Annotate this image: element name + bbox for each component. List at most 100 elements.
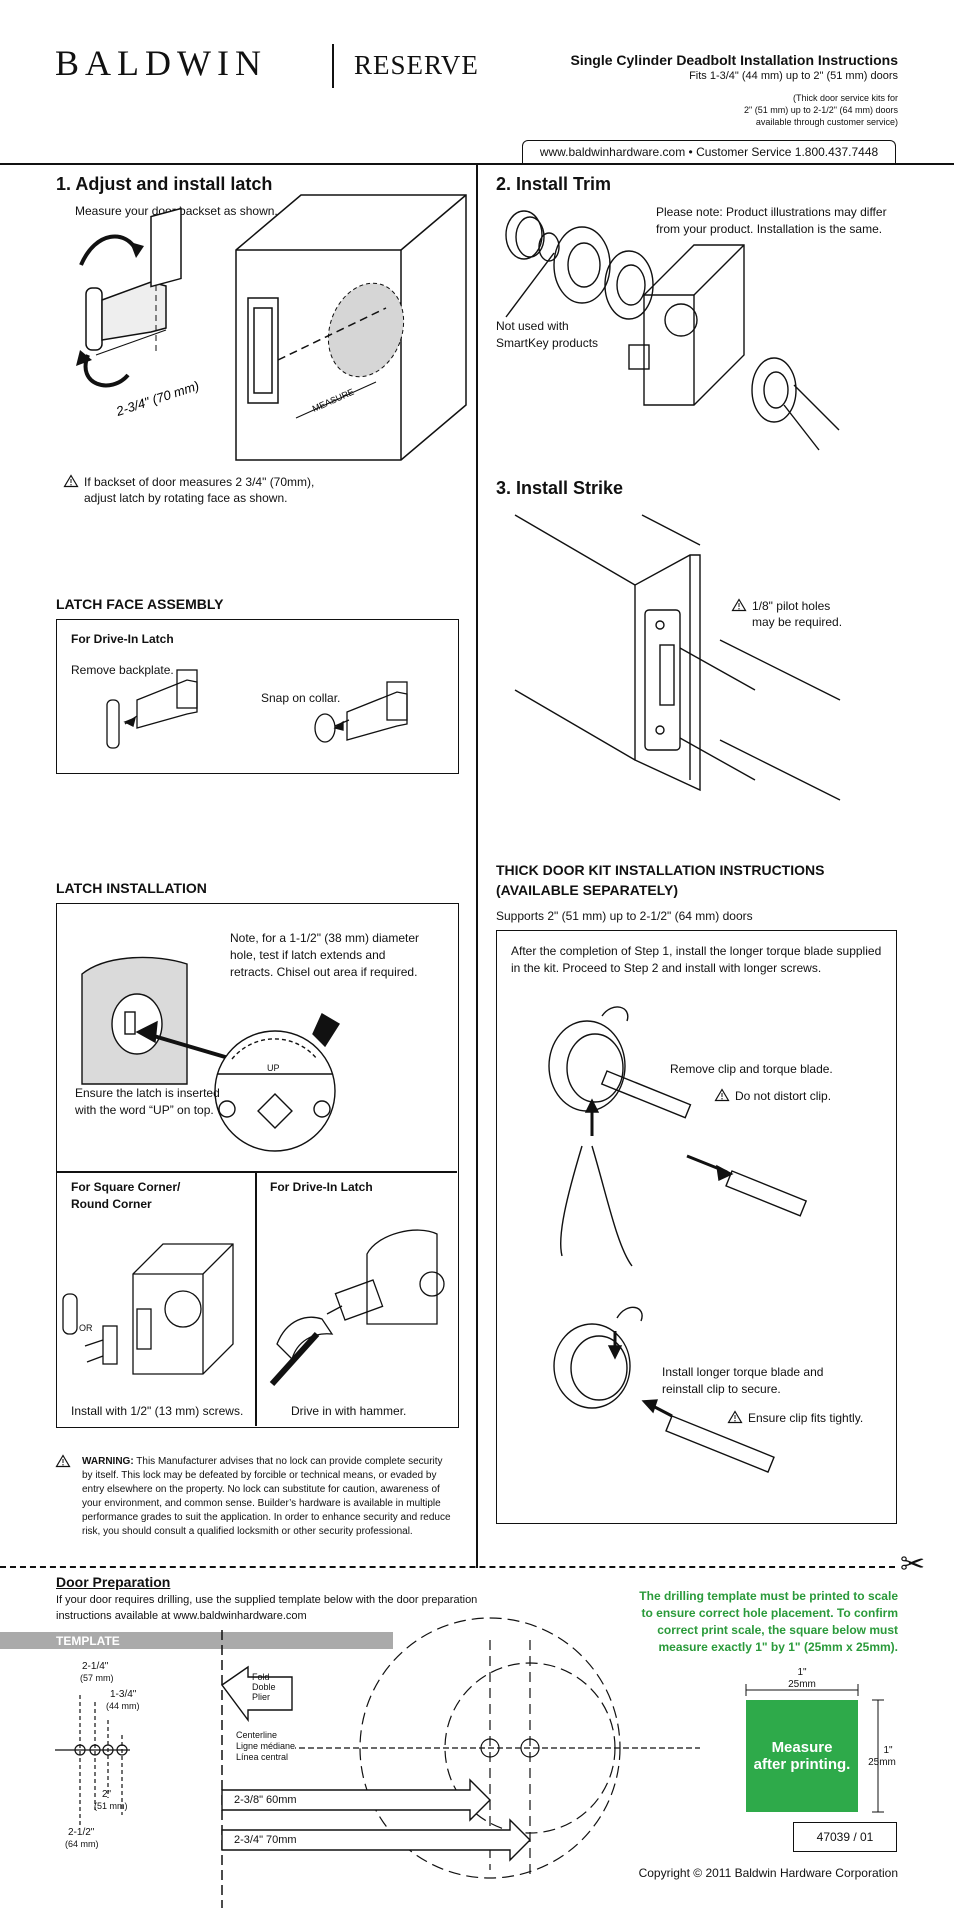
centerline-label-1: Centerline bbox=[236, 1730, 278, 1741]
step3-illustration bbox=[514, 514, 841, 801]
square-top-mm: 25mm bbox=[788, 1679, 816, 1690]
latch-face-remove: Remove backplate. bbox=[71, 663, 174, 677]
thick-note-1: (Thick door service kits for bbox=[792, 93, 898, 103]
latch-install-hrule bbox=[57, 1171, 457, 1173]
thick-kit-supports: Supports 2" (51 mm) up to 2-1/2" (64 mm)… bbox=[496, 909, 753, 923]
latch-ensure-1: Ensure the latch is inserted bbox=[75, 1086, 220, 1100]
fold-label-1: Fold bbox=[252, 1672, 270, 1682]
step1-illustration: MEASURE 2-3/4" (70 mm) bbox=[76, 194, 467, 461]
latch-face-illustration bbox=[106, 669, 408, 749]
step2-title: 2. Install Trim bbox=[496, 174, 612, 194]
square-corner-illustration bbox=[62, 1243, 234, 1375]
square-side-inch: 1" bbox=[883, 1745, 893, 1756]
scale-square-text-2: after printing. bbox=[753, 1756, 851, 1773]
latch-face-snap: Snap on collar. bbox=[261, 691, 341, 705]
warning-icon bbox=[55, 1454, 71, 1468]
copyright: Copyright © 2011 Baldwin Hardware Corpor… bbox=[638, 1866, 898, 1880]
centerline-label-3: Línea central bbox=[236, 1752, 289, 1763]
latch-face-title: LATCH FACE ASSEMBLY bbox=[56, 596, 224, 612]
print-note-3: correct print scale, the square below mu… bbox=[657, 1623, 898, 1637]
latch-note-3: retracts. Chisel out area if required. bbox=[230, 965, 418, 979]
pilot-note: 1/8" pilot holes may be required. bbox=[731, 598, 842, 630]
latch-ensure-2: with the word “UP” on top. bbox=[75, 1103, 214, 1117]
print-note-1: The drilling template must be printed to… bbox=[639, 1589, 898, 1603]
print-note-2: to ensure correct hole placement. To con… bbox=[641, 1606, 899, 1620]
warning-icon bbox=[727, 1410, 743, 1424]
thick-note-3: available through customer service) bbox=[755, 117, 898, 127]
scissors-icon: ✂ bbox=[900, 1548, 926, 1581]
doc-fits: Fits 1-3/4" (44 mm) up to 2" (51 mm) doo… bbox=[689, 70, 898, 82]
thick-kit-title-1: THICK DOOR KIT INSTALLATION INSTRUCTIONS bbox=[496, 862, 825, 878]
door-prep-text-1: If your door requires drilling, use the … bbox=[56, 1594, 478, 1606]
step1-title: 1. Adjust and install latch bbox=[56, 174, 273, 194]
dim-214-mm: (57 mm) bbox=[80, 1673, 114, 1683]
sub-brand-logo: RESERVE bbox=[354, 50, 479, 80]
latch-face-box: For Drive-In Latch Remove backplate. Sna… bbox=[56, 619, 459, 774]
thick-kit-illustration bbox=[548, 1006, 808, 1473]
step3-title: 3. Install Strike bbox=[496, 478, 624, 498]
door-prep-title: Door Preparation bbox=[56, 1574, 171, 1590]
latch-install-illustration: UP bbox=[81, 956, 340, 1152]
drive-in-title: For Drive-In Latch bbox=[270, 1180, 373, 1194]
step1-warning: If backset of door measures 2 3/4" (70mm… bbox=[63, 474, 314, 506]
cut-line bbox=[0, 1566, 895, 1568]
dim-134-mm: (44 mm) bbox=[106, 1701, 140, 1711]
square-corner-title-1: For Square Corner/ bbox=[71, 1180, 181, 1194]
thick-kit-install-2: reinstall clip to secure. bbox=[662, 1382, 781, 1396]
thick-kit-fits: Ensure clip fits tightly. bbox=[727, 1410, 863, 1426]
up-label: UP bbox=[267, 1063, 280, 1073]
step2-note-1: Please note: Product illustrations may d… bbox=[656, 205, 887, 219]
drive-in-caption: Drive in with hammer. bbox=[291, 1404, 407, 1418]
thick-kit-box: After the completion of Step 1, install … bbox=[496, 930, 897, 1524]
backset-arrow-60: 2-3/8" 60mm bbox=[234, 1794, 297, 1806]
warning-icon bbox=[714, 1088, 730, 1102]
doc-number: 47039 / 01 bbox=[793, 1822, 897, 1852]
latch-note-2: hole, test if latch extends and bbox=[230, 948, 386, 962]
dim-2: 2" bbox=[102, 1789, 112, 1800]
fold-label-3: Plier bbox=[252, 1692, 271, 1702]
smartkey-note-1: Not used with bbox=[496, 319, 569, 333]
thick-note-2: 2" (51 mm) up to 2-1/2" (64 mm) doors bbox=[744, 105, 898, 115]
template-drawing bbox=[55, 1617, 700, 1908]
backset-arrow-70: 2-3/4" 70mm bbox=[234, 1834, 297, 1846]
centerline-label-2: Ligne médiane bbox=[236, 1741, 296, 1752]
dim-2-mm: (51 mm) bbox=[94, 1801, 128, 1811]
step2-note-2: from your product. Installation is the s… bbox=[656, 222, 883, 236]
thick-kit-remove: Remove clip and torque blade. bbox=[670, 1062, 833, 1076]
square-corner-caption: Install with 1/2" (13 mm) screws. bbox=[71, 1404, 244, 1418]
square-side-mm: 25mm bbox=[868, 1757, 896, 1768]
thick-kit-install-1: Install longer torque blade and bbox=[662, 1365, 824, 1379]
step2-illustration bbox=[505, 210, 840, 451]
latch-install-vrule bbox=[255, 1171, 257, 1426]
warning-icon bbox=[63, 474, 79, 488]
template-label: TEMPLATE bbox=[0, 1632, 393, 1649]
scale-square: Measure after printing. bbox=[746, 1700, 858, 1812]
or-label: OR bbox=[79, 1323, 93, 1333]
dim-214: 2-1/4" bbox=[82, 1661, 109, 1672]
contact-tab: www.baldwinhardware.com • Customer Servi… bbox=[522, 140, 896, 164]
thick-kit-intro-1: After the completion of Step 1, install … bbox=[511, 944, 882, 958]
scale-square-text-1: Measure bbox=[771, 1739, 833, 1756]
latch-install-box: Note, for a 1-1/2" (38 mm) diameter hole… bbox=[56, 903, 459, 1428]
scale-dimension-lines bbox=[745, 1684, 884, 1813]
doc-title: Single Cylinder Deadbolt Installation In… bbox=[570, 52, 898, 68]
dim-212-mm: (64 mm) bbox=[65, 1839, 99, 1849]
drive-in-illustration bbox=[269, 1229, 445, 1387]
smartkey-note-2: SmartKey products bbox=[496, 336, 599, 350]
fold-label-2: Doble bbox=[252, 1682, 276, 1692]
logo-divider bbox=[332, 44, 334, 88]
print-note-4: measure exactly 1" by 1" (25mm x 25mm). bbox=[658, 1640, 898, 1654]
dim-134: 1-3/4" bbox=[110, 1689, 137, 1700]
measure-label: MEASURE bbox=[311, 387, 356, 414]
door-prep-text-2: instructions available at www.baldwinhar… bbox=[56, 1610, 307, 1622]
warning-icon bbox=[731, 598, 747, 612]
dim-212: 2-1/2" bbox=[68, 1827, 95, 1838]
latch-face-subtitle: For Drive-In Latch bbox=[71, 632, 174, 646]
column-divider bbox=[476, 163, 478, 1568]
latch-install-title: LATCH INSTALLATION bbox=[56, 880, 207, 896]
thick-kit-intro-2: in the kit. Proceed to Step 2 and instal… bbox=[511, 961, 822, 975]
security-warning: WARNING: This Manufacturer advises that … bbox=[55, 1454, 461, 1539]
square-corner-title-2: Round Corner bbox=[71, 1197, 152, 1211]
latch-note-1: Note, for a 1-1/2" (38 mm) diameter bbox=[230, 931, 419, 945]
backset-dimension: 2-3/4" (70 mm) bbox=[113, 378, 201, 419]
